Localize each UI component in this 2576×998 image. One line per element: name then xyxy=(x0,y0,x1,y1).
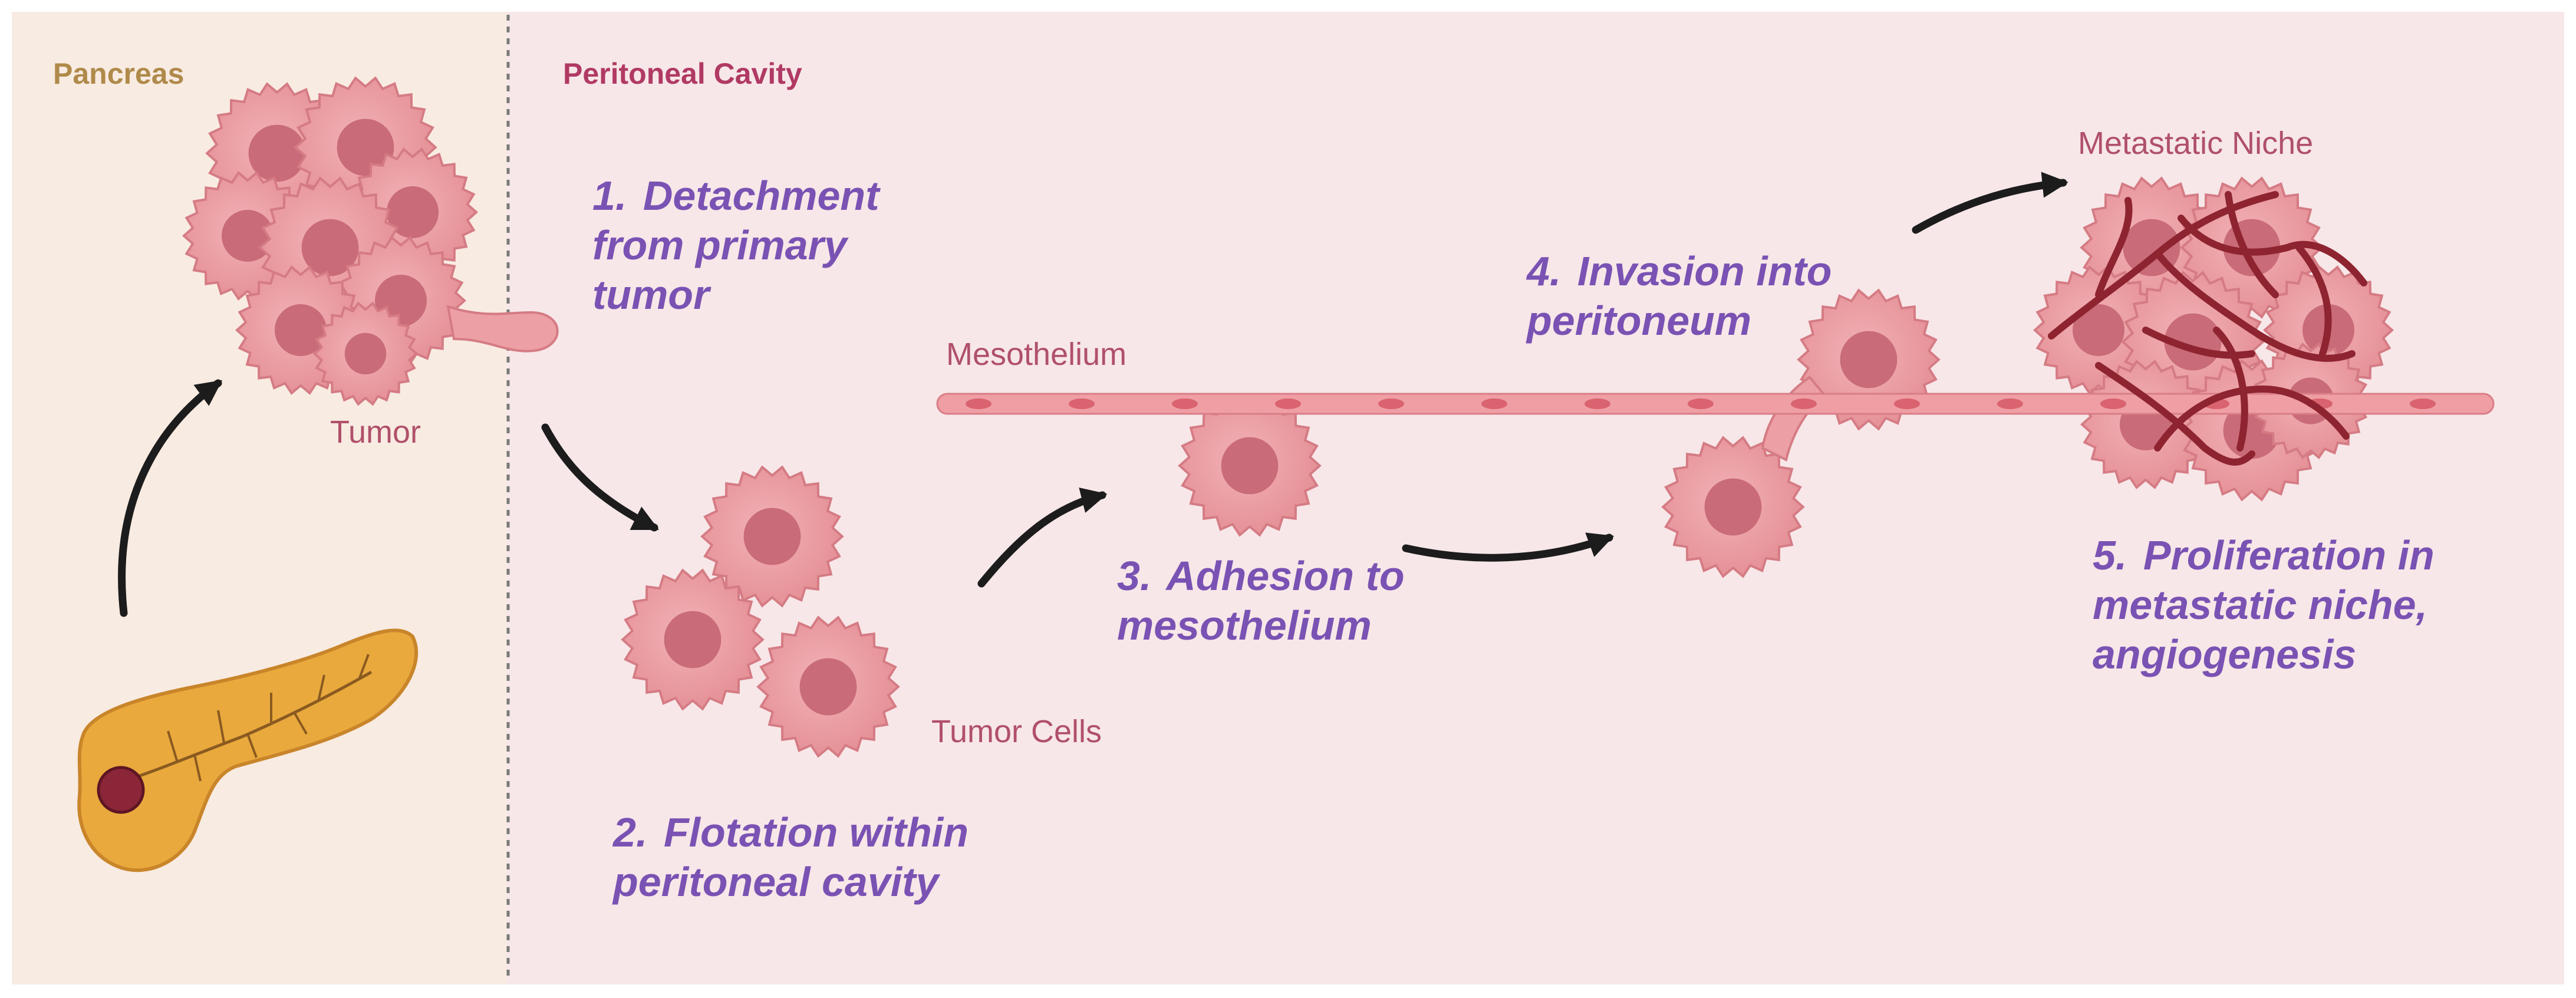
primary-tumor-cell xyxy=(312,301,419,406)
mesothelial-cell-nucleus xyxy=(1791,398,1817,409)
peritoneal-region-title: Peritoneal Cavity xyxy=(563,57,802,90)
step-3-number: 3. xyxy=(1117,553,1152,599)
step-4-description: Invasion into peritoneum xyxy=(1527,248,1832,344)
mesothelial-cell-nucleus xyxy=(1585,398,1610,409)
mesothelial-cell-nucleus xyxy=(2100,398,2126,409)
step-3-description: Adhesion to mesothelium xyxy=(1117,553,1405,648)
step-1-description: Detachment from primary tumor xyxy=(592,173,879,318)
step-1-number: 1. xyxy=(592,173,627,219)
arrow-pancreas-to-tumor xyxy=(118,379,223,617)
floating-tumor-cell xyxy=(621,568,765,711)
arrow-adhesion-to-invasion xyxy=(1402,532,1615,562)
detaching-cell-bud xyxy=(446,305,559,353)
step-2-text: 2. Flotation within peritoneal cavity xyxy=(613,808,1037,907)
step-3-text: 3. Adhesion to mesothelium xyxy=(1117,551,1447,650)
arrow-float-to-adhesion xyxy=(977,488,1108,588)
step-2-description: Flotation within peritoneal cavity xyxy=(613,809,969,905)
step-4-number: 4. xyxy=(1527,248,1562,294)
metastatic-niche-label: Metastatic Niche xyxy=(2078,126,2314,161)
mesothelial-cell-nucleus xyxy=(2410,398,2436,409)
floating-tumor-cell xyxy=(756,615,900,758)
floating-tumor-cell xyxy=(700,465,844,608)
step-4-text: 4. Invasion into peritoneum xyxy=(1527,246,1892,345)
mesothelial-cell-nucleus xyxy=(1688,398,1714,409)
blood-vessels xyxy=(2048,191,2367,466)
mesothelial-cell-nucleus xyxy=(966,398,991,409)
mesothelial-cell-nucleus xyxy=(1481,398,1507,409)
mesothelial-cell-nucleus xyxy=(1172,398,1198,409)
mesothelial-cell-nucleus xyxy=(1275,398,1301,409)
pancreas-region-title: Pancreas xyxy=(53,57,185,90)
step-5-number: 5. xyxy=(2093,532,2127,578)
peritoneal-panel xyxy=(507,12,2564,984)
process-arrows xyxy=(118,172,2068,617)
mesothelial-cell-nucleus xyxy=(1069,398,1095,409)
step-2-number: 2. xyxy=(613,809,648,855)
tumor-cells-label: Tumor Cells xyxy=(931,714,1102,749)
tumor-label: Tumor xyxy=(330,414,421,450)
mesothelium-layer xyxy=(936,393,2495,415)
mesothelial-cell-nucleus xyxy=(1894,398,1920,409)
arrow-detach-to-float xyxy=(541,423,659,532)
step-5-text: 5. Proliferation in metastatic niche, an… xyxy=(2093,531,2517,679)
arrow-invasion-to-niche xyxy=(1912,172,2068,234)
mesothelium-label: Mesothelium xyxy=(946,337,1127,372)
mesothelial-cell-nucleus xyxy=(1378,398,1404,409)
pancreas-organ-icon xyxy=(77,628,419,872)
step-1-text: 1. Detachment from primary tumor xyxy=(592,171,958,320)
step-5-description: Proliferation in metastatic niche, angio… xyxy=(2093,532,2435,677)
invaded-tumor-cell xyxy=(1661,436,1805,578)
mesothelial-cell-nucleus xyxy=(1997,398,2023,409)
